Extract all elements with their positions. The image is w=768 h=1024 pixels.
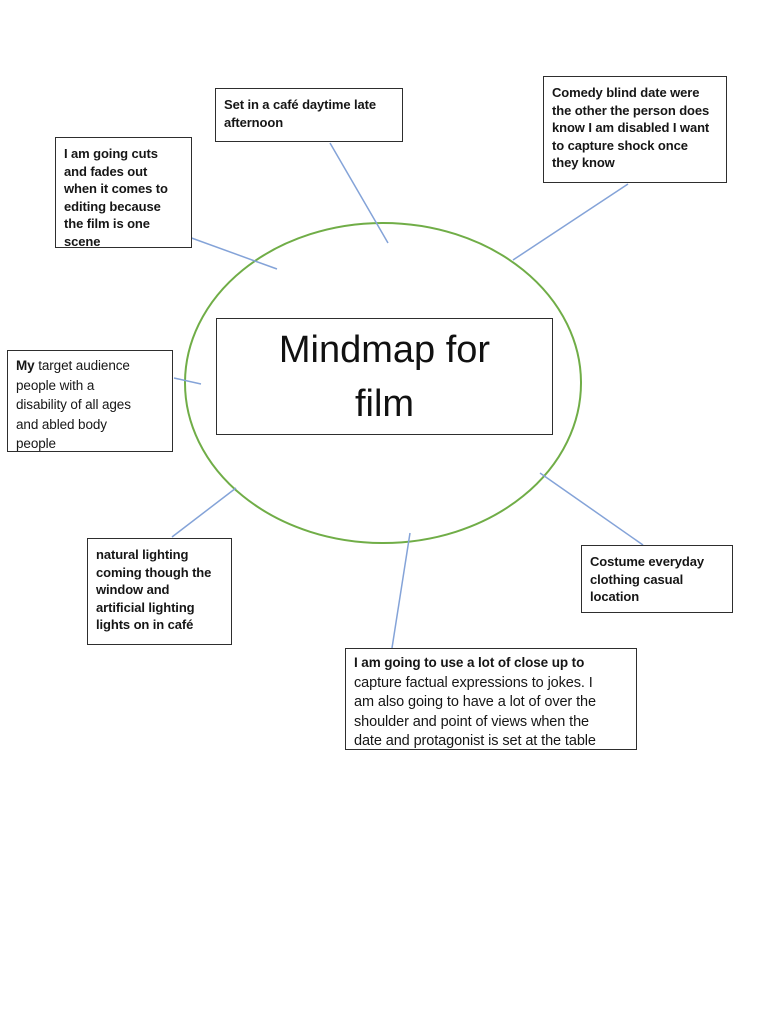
connector-editing [185, 235, 278, 270]
connector-comedy [512, 183, 629, 261]
node-setting: Set in a café daytime late afternoon [215, 88, 403, 142]
connector-audience [173, 377, 202, 385]
node-target-audience-lead: My [16, 358, 35, 373]
node-costume: Costume everyday clothing casual locatio… [581, 545, 733, 613]
central-topic: Mindmap for film [216, 318, 553, 435]
node-target-audience-body: target audience people with a disability… [16, 358, 131, 451]
node-camera-shots-body: capture factual expressions to jokes. I … [354, 674, 596, 749]
connector-setting [329, 142, 389, 244]
connector-shots [391, 532, 411, 649]
node-lighting: natural lighting coming though the windo… [87, 538, 232, 645]
node-camera-shots: I am going to use a lot of close up to c… [345, 648, 637, 750]
connector-costume [539, 472, 644, 546]
node-comedy-premise: Comedy blind date were the other the per… [543, 76, 727, 183]
central-topic-line1: Mindmap for [278, 328, 491, 371]
node-editing: I am going cuts and fades out when it co… [55, 137, 192, 249]
connector-lighting [171, 487, 237, 538]
central-ellipse [184, 222, 582, 544]
node-camera-shots-lead: I am going to use a lot of close up to [354, 655, 585, 670]
node-target-audience: My target audience people with a disabil… [7, 350, 173, 452]
central-topic-line2: film [354, 382, 415, 425]
